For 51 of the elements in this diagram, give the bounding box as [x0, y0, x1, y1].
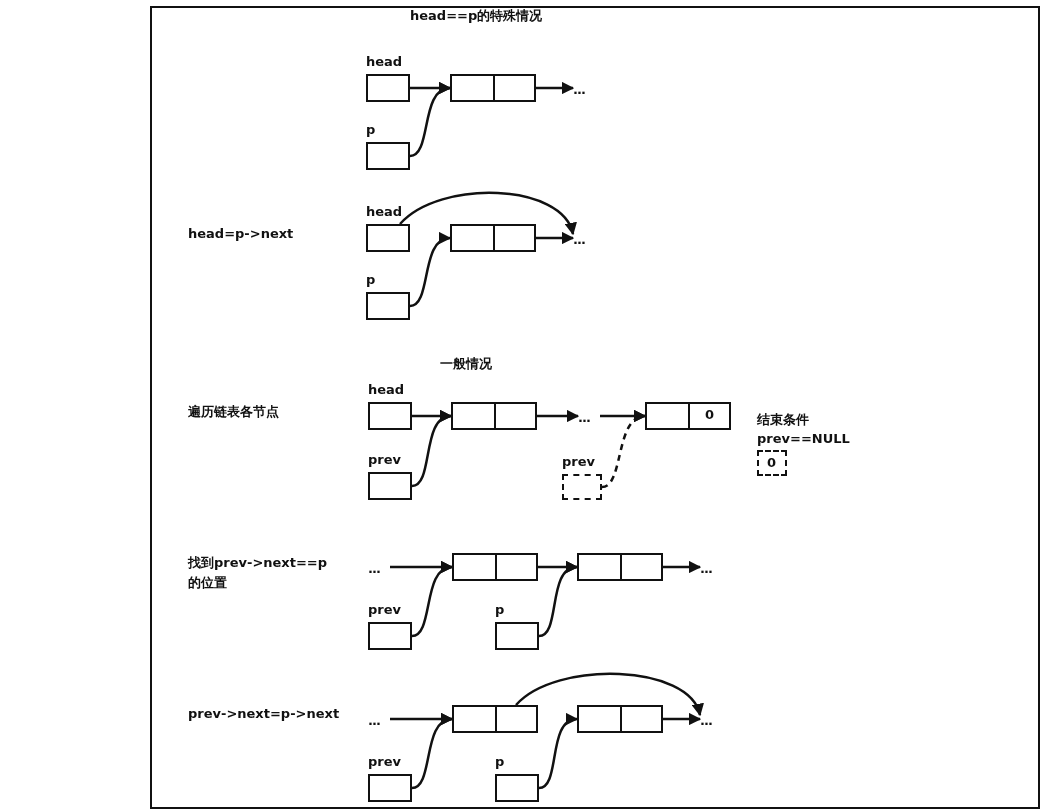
section-title: head==p的特殊情况: [410, 8, 543, 24]
ellipsis: ...: [700, 713, 712, 729]
list-node: [452, 553, 538, 581]
step-label: head=p->next: [188, 226, 294, 242]
arrow: [515, 672, 702, 717]
pointer-label: prev: [368, 452, 401, 468]
step-label: prev->next=p->next: [188, 706, 340, 722]
ellipsis: ...: [578, 410, 590, 426]
pointer-label: head: [366, 54, 403, 70]
arrow: [538, 563, 579, 638]
node-value: 0: [703, 407, 715, 423]
ellipsis: ...: [573, 82, 585, 98]
condition-label: 结束条件: [757, 412, 809, 428]
list-node: [577, 553, 663, 581]
arrow: [536, 81, 575, 95]
pointer-label: head: [366, 204, 403, 220]
list-node: [450, 74, 536, 102]
list-node: [452, 705, 538, 733]
pointer-label: prev: [562, 454, 595, 470]
ellipsis: ...: [700, 561, 712, 577]
list-node: [577, 705, 663, 733]
arrow: [663, 712, 702, 726]
arrow: [399, 191, 575, 236]
arrow: [663, 560, 702, 574]
arrow: [409, 84, 452, 158]
pointer-label: p: [495, 754, 505, 770]
pointer-label: p: [495, 602, 505, 618]
ellipsis: ...: [368, 561, 380, 577]
arrow: [538, 715, 579, 790]
list-node: [450, 224, 536, 252]
pointer-label: prev: [368, 754, 401, 770]
section-title: 一般情况: [440, 356, 492, 372]
condition-label: prev==NULL: [757, 431, 850, 447]
ellipsis: ...: [573, 232, 585, 248]
arrow: [409, 234, 452, 308]
pointer-label: prev: [368, 602, 401, 618]
step-label: 找到prev->next==p 的位置: [188, 554, 329, 592]
arrow: [411, 563, 454, 638]
pointer-label: p: [366, 272, 376, 288]
arrow: [536, 231, 575, 245]
node-value: 0: [767, 455, 777, 471]
list-node: [645, 402, 731, 430]
arrow: [411, 412, 453, 488]
arrow: [411, 715, 454, 790]
pointer-label: head: [368, 382, 405, 398]
dashed-arrow: [601, 412, 647, 489]
step-label: 遍历链表各节点: [188, 404, 279, 420]
list-node: [451, 402, 537, 430]
pointer-label: p: [366, 122, 376, 138]
ellipsis: ...: [368, 713, 380, 729]
arrow: [537, 409, 580, 423]
